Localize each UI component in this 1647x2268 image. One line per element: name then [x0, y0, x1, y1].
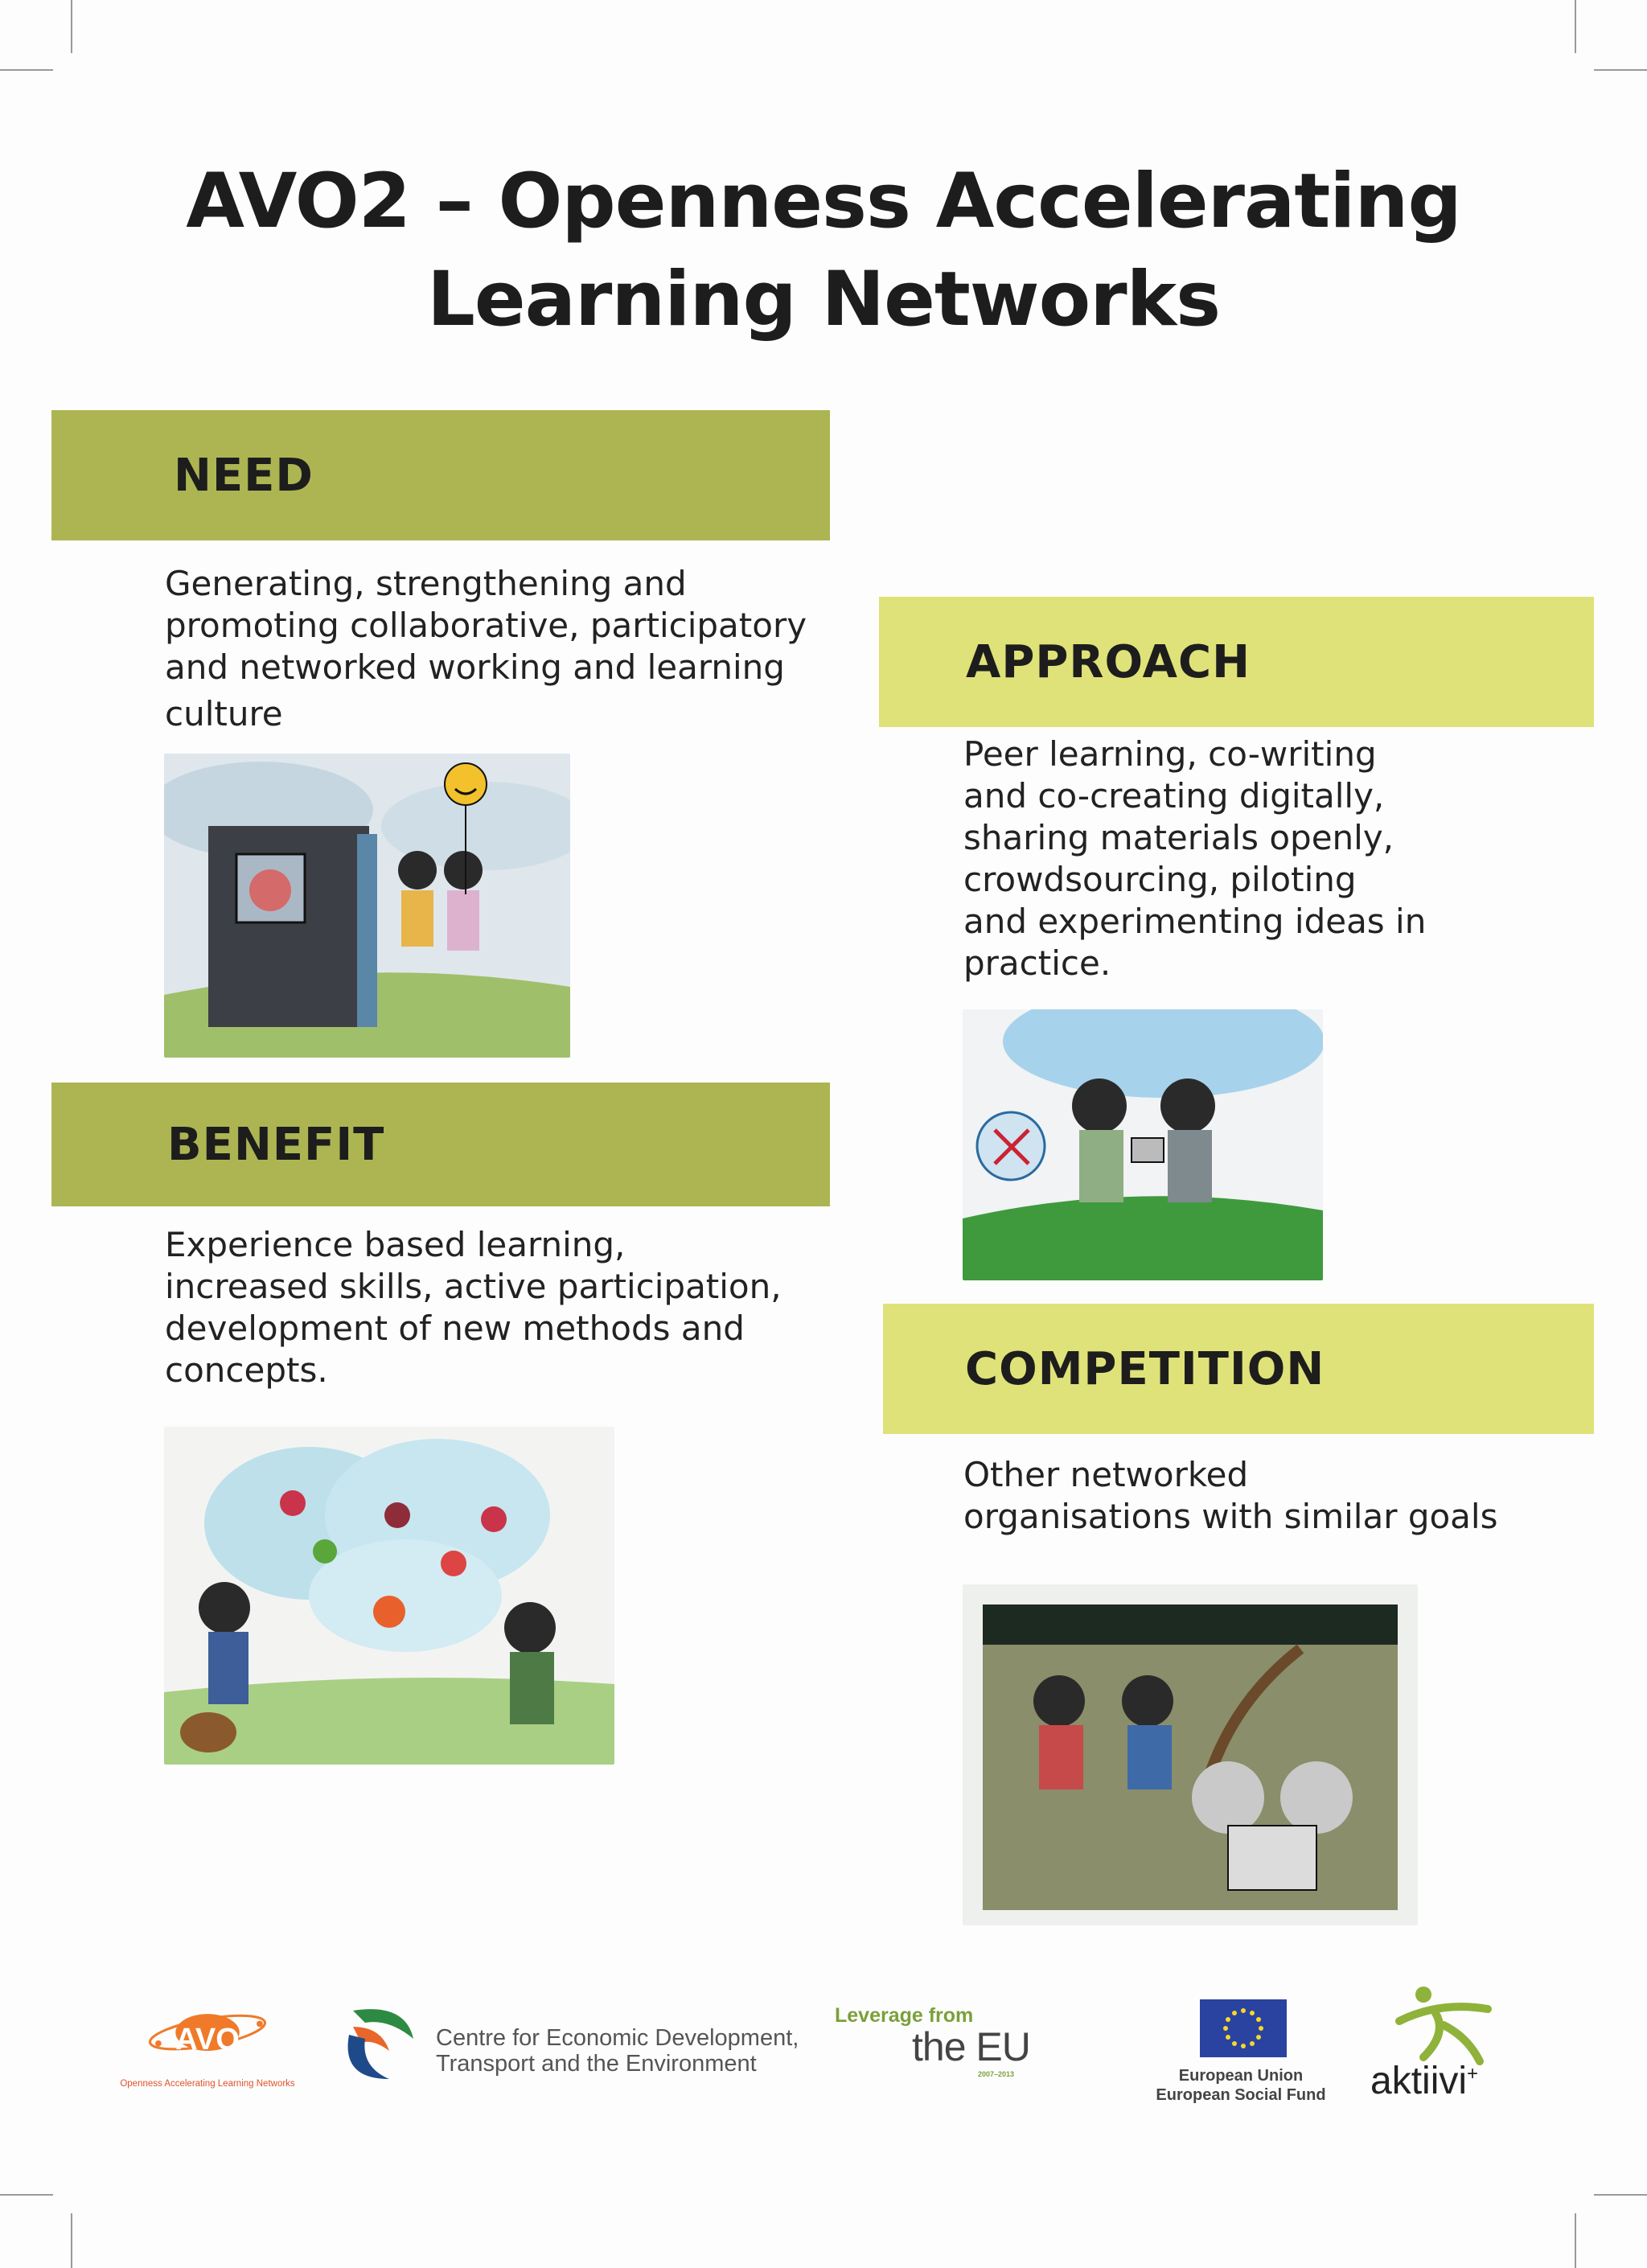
benefit-text: Experience based learning, increased ski… [165, 1224, 782, 1391]
need-text-line: Generating, strengthening and [165, 564, 687, 603]
approach-heading: APPROACH [966, 635, 1251, 688]
benefit-illustration [164, 1427, 614, 1765]
aktiivi-logo: aktiivi+ [1367, 1985, 1528, 2106]
competition-text-line: organisations with similar goals [963, 1497, 1498, 1536]
aktiivi-name-text: aktiivi [1370, 2060, 1468, 2102]
avo-logo: AVO Openness Accelerating Learning Netwo… [111, 2007, 304, 2095]
competition-heading-band: COMPETITION [883, 1304, 1594, 1434]
leverage-years: 2007–2013 [978, 2070, 1015, 2078]
page-title: AVO2 – Openness Accelerating Learning Ne… [0, 153, 1647, 349]
eu-line-2: European Social Fund [1156, 2086, 1326, 2104]
leverage-main: the EU [912, 2024, 1031, 2069]
ely-line-2: Transport and the Environment [436, 2051, 757, 2077]
benefit-text-line: increased skills, active participation, [165, 1267, 782, 1306]
page-title-line-1: AVO2 – Openness Accelerating [186, 158, 1461, 245]
crop-mark [71, 0, 72, 53]
crop-mark [71, 2213, 72, 2268]
competition-text-line: Other networked [963, 1455, 1249, 1494]
ely-leaf-icon [347, 2009, 413, 2079]
eu-line-1: European Union [1178, 2067, 1304, 2085]
avo-logo-tagline: Openness Accelerating Learning Networks [120, 2079, 295, 2089]
need-heading: NEED [174, 449, 314, 502]
need-text-line: promoting collaborative, participatory [165, 606, 807, 645]
benefit-heading: BENEFIT [167, 1118, 385, 1171]
approach-heading-band: APPROACH [879, 597, 1594, 727]
need-illustration [164, 754, 570, 1058]
crop-mark [1575, 0, 1576, 53]
benefit-text-line: development of new methods and [165, 1309, 745, 1348]
approach-text-line: Peer learning, co-writing [963, 734, 1377, 774]
benefit-text-line: Experience based learning, [165, 1225, 626, 1264]
approach-text-line: and experimenting ideas in [963, 902, 1427, 941]
approach-text-line: sharing materials openly, [963, 818, 1394, 857]
approach-illustration [963, 1009, 1323, 1280]
eu-social-fund-logo: European Union European Social Fund [1124, 1996, 1357, 2109]
eu-flag-icon [1200, 1999, 1287, 2057]
need-text-line: culture [165, 694, 283, 733]
need-heading-band: NEED [51, 410, 830, 540]
crop-mark [0, 69, 53, 71]
need-text-line: and networked working and learning [165, 647, 785, 687]
aktiivi-plus: + [1467, 2063, 1479, 2085]
benefit-heading-band: BENEFIT [51, 1083, 830, 1206]
competition-illustration [963, 1584, 1418, 1925]
competition-heading: COMPETITION [965, 1342, 1325, 1395]
aktiivi-name: aktiivi+ [1370, 2059, 1478, 2103]
avo-logo-mark: AVO [175, 2023, 240, 2056]
benefit-text-line: concepts. [165, 1350, 328, 1390]
competition-text: Other networked organisations with simil… [963, 1454, 1497, 1538]
leverage-top: Leverage from [835, 2004, 974, 2027]
need-text: Generating, strengthening and promoting … [165, 563, 807, 735]
crop-mark [1575, 2213, 1576, 2268]
approach-text-line: and co-creating digitally, [963, 776, 1385, 816]
ely-line-1: Centre for Economic Development, [436, 2025, 799, 2051]
crop-mark [0, 2194, 53, 2196]
approach-text-line: crowdsourcing, piloting [963, 860, 1357, 899]
leverage-eu-logo: Leverage from the EU 2007–2013 [833, 2003, 1042, 2083]
approach-text: Peer learning, co-writing and co-creatin… [963, 733, 1426, 984]
aktiivi-figure-icon [1395, 1987, 1492, 2065]
ely-centre-logo: Centre for Economic Development, Transpo… [341, 2003, 807, 2083]
crop-mark [1594, 2194, 1647, 2196]
crop-mark [1594, 69, 1647, 71]
approach-text-line: practice. [963, 943, 1111, 983]
page-title-line-2: Learning Networks [426, 256, 1221, 343]
